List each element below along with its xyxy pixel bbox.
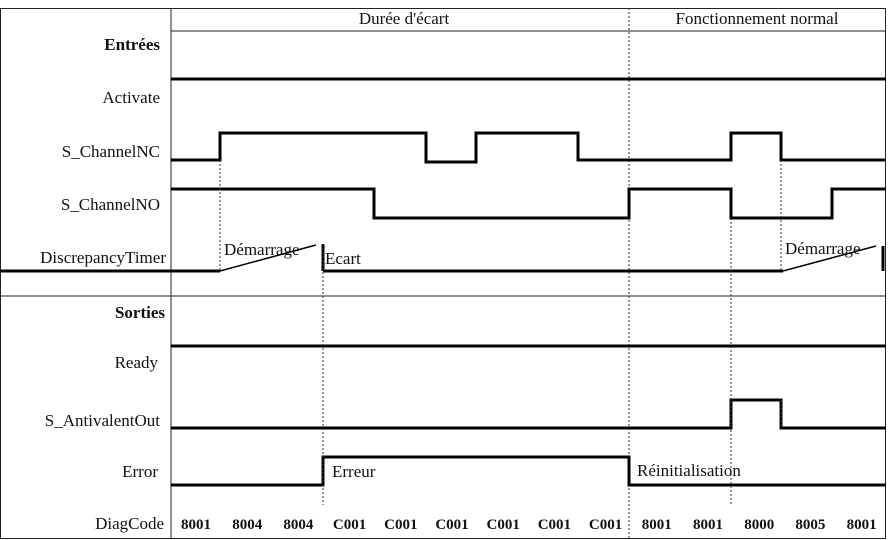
timer-ramp-2 xyxy=(782,245,877,272)
signal-label-error: Error xyxy=(122,462,158,481)
discrepancy-duration-title: Durée d'écart xyxy=(359,9,450,28)
diag-code-value: 8004 xyxy=(232,517,263,533)
diagram-frame xyxy=(0,8,886,539)
diag-code-value: 8004 xyxy=(283,517,314,533)
waveform-error xyxy=(171,455,886,487)
inputs-section-label: Entrées xyxy=(104,35,160,54)
annotation-error: Erreur xyxy=(332,462,376,481)
diag-code-value: 8005 xyxy=(795,517,825,533)
diag-code-value: 8001 xyxy=(847,517,877,533)
waveform-s-antivalentout xyxy=(171,398,886,430)
diag-code-value: 8000 xyxy=(744,517,774,533)
annotation-start-2: Démarrage xyxy=(785,239,861,258)
annotation-discrepancy: Ecart xyxy=(325,249,361,268)
diag-code-value: 8001 xyxy=(642,517,672,533)
diag-code-value: C001 xyxy=(384,517,417,533)
timer-ramp-1 xyxy=(219,244,317,272)
diag-code-value: 8001 xyxy=(693,517,723,533)
diag-code-value: C001 xyxy=(538,517,571,533)
outputs-section-label: Sorties xyxy=(115,303,165,322)
diag-code-value: 8001 xyxy=(181,517,211,533)
normal-operation-title: Fonctionnement normal xyxy=(676,9,839,28)
annotation-start-1: Démarrage xyxy=(224,240,300,259)
diag-code-value: C001 xyxy=(589,517,622,533)
diag-code-value: C001 xyxy=(435,517,468,533)
diag-code-value: C001 xyxy=(333,517,366,533)
diag-code-value: C001 xyxy=(487,517,520,533)
signal-label-ready: Ready xyxy=(115,353,159,372)
signal-label-diagcode: DiagCode xyxy=(95,514,164,533)
outer-border xyxy=(0,8,886,539)
signal-label-discrepancytimer: DiscrepancyTimer xyxy=(40,248,166,267)
signal-label-s-channelnc: S_ChannelNC xyxy=(62,142,160,161)
signal-label-s-antivalentout: S_AntivalentOut xyxy=(45,411,160,430)
signal-label-s-channelno: S_ChannelNO xyxy=(61,195,160,214)
waveform-s-channelnc xyxy=(171,131,886,164)
annotation-reset: Réinitialisation xyxy=(637,461,741,480)
diag-code-row: 8001 8004 8004 C001 C001 C001 C001 C001 C001 8001… xyxy=(181,517,877,533)
waveform-s-channelno xyxy=(171,187,886,220)
signal-label-activate: Activate xyxy=(102,88,160,107)
